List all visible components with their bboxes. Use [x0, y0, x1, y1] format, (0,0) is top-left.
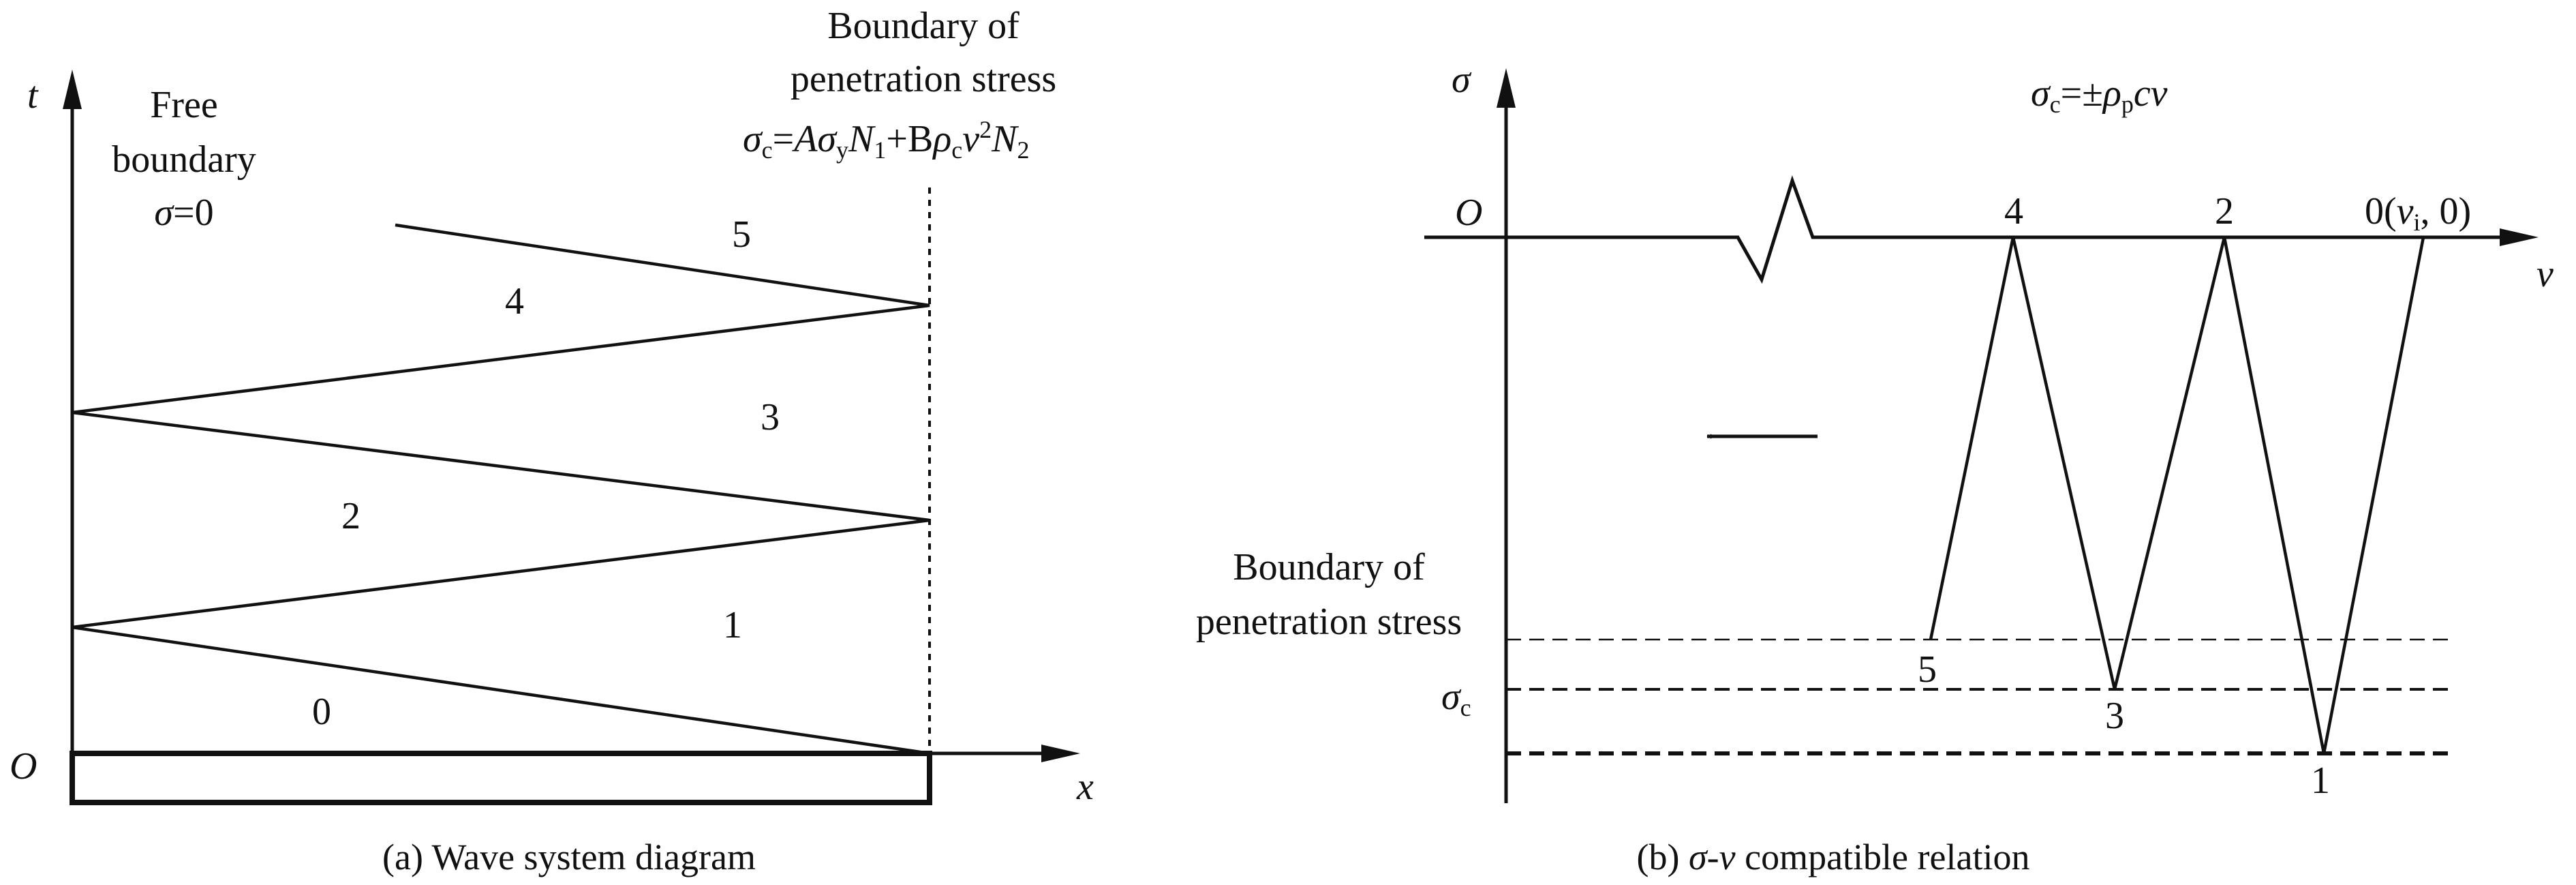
- pen-boundary-b-line2: penetration stress: [1196, 601, 1462, 643]
- point-2-label: 2: [2215, 190, 2234, 232]
- v-axis-arrowhead: [2500, 228, 2539, 246]
- point-4-label: 4: [2004, 190, 2023, 232]
- pen-boundary-b-line1: Boundary of: [1233, 546, 1425, 588]
- point-0-label: 0(vi, 0): [2365, 190, 2471, 236]
- region-5-label: 5: [732, 213, 751, 256]
- t-axis-arrowhead: [63, 70, 82, 109]
- free-boundary-eq: σ=0: [154, 192, 213, 234]
- region-1-label: 1: [723, 604, 742, 646]
- projectile-bar: [70, 751, 932, 805]
- region-2-label: 2: [341, 495, 361, 537]
- region-0-label: 0: [312, 691, 331, 733]
- compatible-zigzag: [1929, 237, 2425, 754]
- point-3-label: 3: [2105, 695, 2124, 737]
- x-axis-arrowhead: [1041, 745, 1080, 762]
- x-axis-label: x: [1076, 766, 1094, 808]
- origin-label-b: O: [1455, 192, 1482, 234]
- free-boundary-line2: boundary: [112, 138, 256, 181]
- caption-a: (a) Wave system diagram: [382, 837, 756, 877]
- v-axis: [1424, 175, 2521, 284]
- panel-a: t x O Free boundary σ=0 Boundary of pene…: [10, 5, 1094, 877]
- point-1-label: 1: [2311, 760, 2330, 802]
- compatible-equation: σc=±ρpcv: [2031, 72, 2168, 118]
- pen-boundary-line1: Boundary of: [827, 5, 1019, 47]
- penetration-formula: σc=AσyN1+Bρcv2N2: [743, 116, 1029, 164]
- t-axis-label: t: [27, 74, 39, 117]
- sigma-axis-arrowhead: [1497, 68, 1516, 108]
- region-4-label: 4: [505, 280, 524, 322]
- sigma-c-label: σc: [1441, 676, 1471, 721]
- sigma-axis-label: σ: [1452, 59, 1472, 101]
- origin-label: O: [10, 745, 37, 787]
- wave-zigzag: [72, 223, 930, 755]
- panel-b: σ v O σc=±ρpcv 4 2 0(vi, 0) 5 3 1 Bounda…: [1196, 59, 2554, 877]
- region-3-label: 3: [761, 396, 780, 438]
- point-5-label: 5: [1918, 648, 1937, 691]
- pen-boundary-line2: penetration stress: [791, 58, 1056, 100]
- v-axis-label: v: [2536, 253, 2554, 295]
- free-boundary-line1: Free: [150, 84, 218, 126]
- caption-b: (b) σ-v compatible relation: [1637, 837, 2030, 877]
